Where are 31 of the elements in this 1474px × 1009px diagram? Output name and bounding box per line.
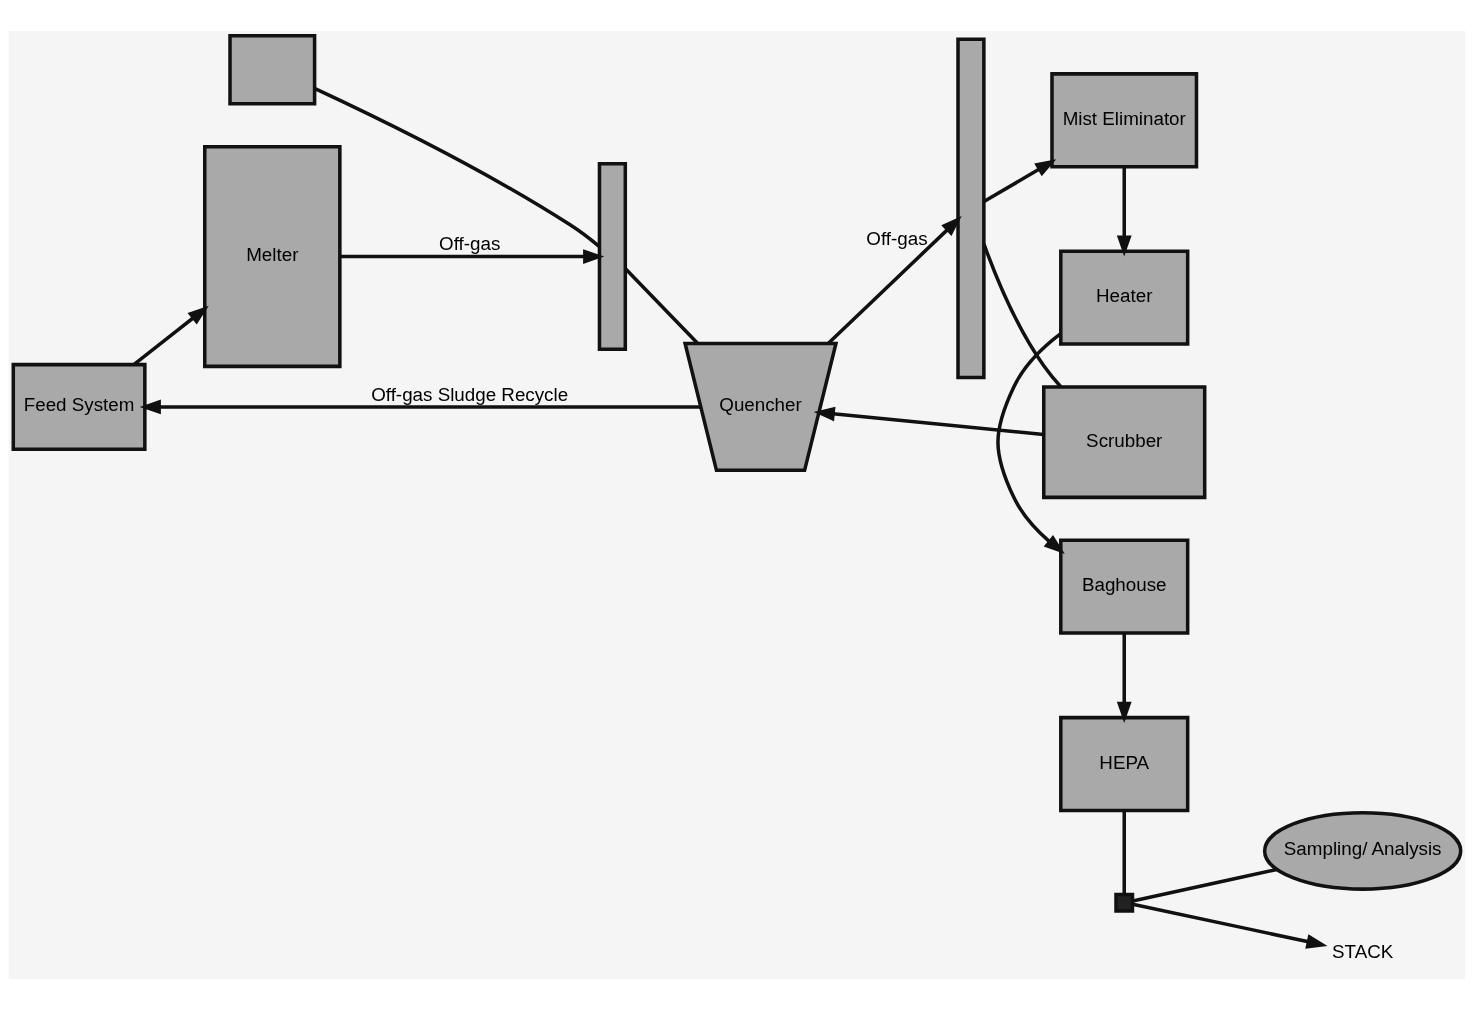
arrow [813, 406, 1044, 436]
connector [982, 242, 1063, 388]
arrow [139, 399, 701, 414]
node-box [228, 33, 317, 106]
connector [1122, 810, 1126, 894]
node-box: Melter [203, 144, 342, 368]
node-ellipse: Sampling/ Analysis [1262, 810, 1463, 891]
node-box: Heater [1059, 249, 1190, 346]
arrow [340, 248, 605, 264]
node-box: Baghouse [1059, 538, 1190, 635]
node-box [1114, 892, 1135, 913]
connector [314, 86, 601, 248]
edge-label: Off-gas Sludge Recycle [371, 383, 569, 405]
arrow [1116, 166, 1132, 257]
edge-label: Off-gas [866, 227, 928, 249]
arrow [996, 331, 1065, 554]
arrow [133, 305, 209, 366]
node-bar [597, 161, 628, 351]
arrow [827, 215, 962, 344]
node-box: Mist Eliminator [1050, 71, 1199, 168]
arrow [1132, 902, 1328, 949]
node-text: STACK [1332, 940, 1394, 962]
node-box: HEPA [1059, 715, 1190, 812]
arrow [1116, 632, 1132, 723]
connector [624, 267, 699, 344]
node-box: Scrubber [1042, 384, 1207, 499]
connector [1132, 867, 1278, 903]
node-bar [956, 36, 986, 379]
edge-label: Off-gas [439, 232, 501, 254]
node-box: Feed System [11, 362, 147, 451]
arrow [983, 158, 1057, 203]
